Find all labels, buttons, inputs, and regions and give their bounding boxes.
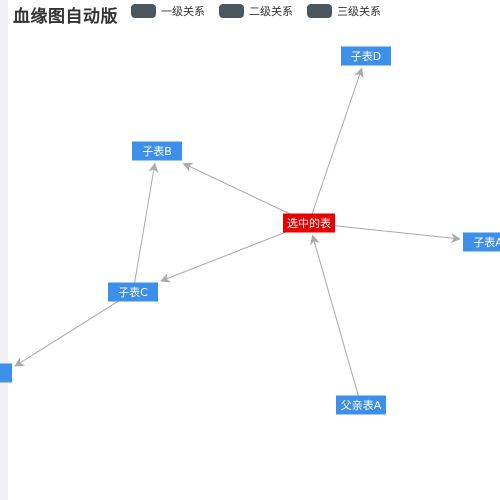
- node-label: 子表D: [351, 49, 381, 63]
- legend-swatch-level3: [307, 4, 332, 18]
- node-box: [341, 46, 391, 66]
- legend-swatch-level2: [219, 4, 244, 18]
- legend-label-level3: 三级关系: [337, 5, 381, 18]
- node-selected[interactable]: 选中的表: [283, 213, 335, 233]
- edge-childC-to-childB: [132, 162, 159, 293]
- legend-item-level1[interactable]: 一级关系: [131, 4, 205, 18]
- node-label: 父亲表A: [341, 398, 382, 412]
- node-childB[interactable]: 子表B: [132, 141, 182, 161]
- edge-parentA-to-selected: [310, 234, 362, 406]
- node-childD[interactable]: 子表D: [341, 46, 391, 66]
- edge-selected-to-childC: [160, 222, 310, 283]
- node-box: [283, 213, 335, 233]
- node-label: 子表A: [473, 235, 500, 249]
- legend-label-level1: 一级关系: [161, 5, 205, 18]
- node-label: 子表C: [118, 285, 148, 299]
- left-scroll-strip: [0, 0, 8, 500]
- node-box: [0, 363, 12, 383]
- node-box: [463, 232, 500, 252]
- legend-label-level2: 二级关系: [249, 5, 293, 18]
- node-box: [132, 141, 182, 161]
- node-label: 子表B: [142, 144, 172, 158]
- node-edgeLeft[interactable]: [0, 363, 12, 383]
- node-box: [336, 395, 386, 415]
- node-box: [108, 282, 158, 302]
- legend-item-level3[interactable]: 三级关系: [307, 4, 381, 18]
- graph-nodes: 选中的表 子表D 子表B 子表C 子表A 父亲表A: [0, 46, 500, 415]
- edge-childC-to-edgeLeft: [14, 291, 134, 367]
- page-title: 血缘图自动版: [13, 7, 118, 27]
- node-childA[interactable]: 子表A: [463, 232, 500, 252]
- node-childC[interactable]: 子表C: [108, 282, 158, 302]
- edge-selected-to-childB: [182, 162, 310, 224]
- legend-swatch-level1: [131, 4, 156, 18]
- graph-edges: [14, 67, 461, 406]
- edge-selected-to-childD: [308, 67, 364, 224]
- node-parentA[interactable]: 父亲表A: [336, 395, 386, 415]
- legend-item-level2[interactable]: 二级关系: [219, 4, 293, 18]
- node-label: 选中的表: [287, 216, 331, 230]
